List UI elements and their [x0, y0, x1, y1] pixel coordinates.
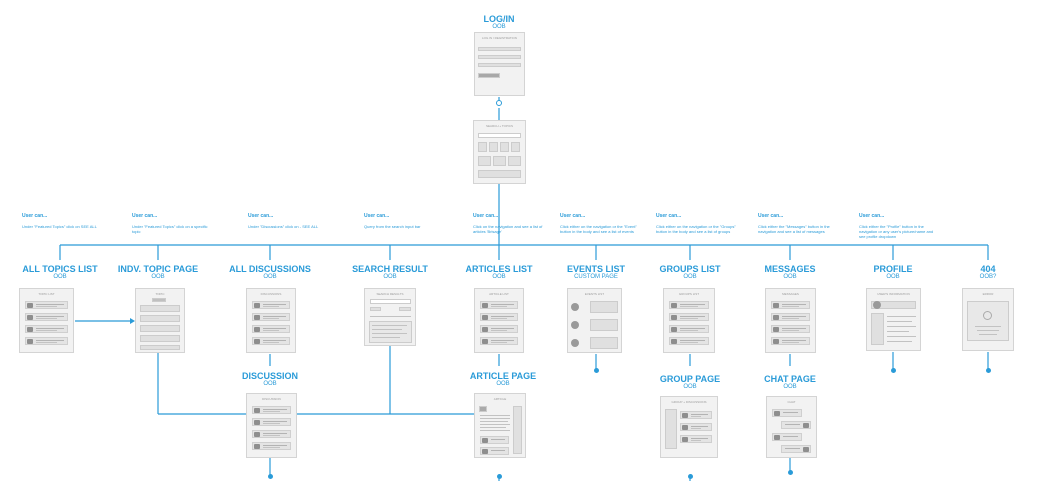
all-discussions-screen-label: DISCUSSIONS [260, 292, 282, 296]
search-result-title: SEARCH RESULT [352, 264, 428, 274]
discussion-sub: OOB [263, 381, 277, 387]
article-title: ARTICLE PAGE [469, 371, 537, 381]
search-result-sub: OOB [383, 274, 397, 280]
all-topics-screen-label: TOPIC LIST [38, 292, 55, 296]
search-result-screen-label: SEARCH RESULTS [376, 292, 404, 296]
all-discussions-title: ALL DISCUSSIONS [229, 264, 311, 274]
login-screen-label: LOG IN / REGISTRATION [482, 36, 517, 40]
note-heading-6: User can... [560, 213, 586, 219]
end-dot [986, 368, 991, 373]
search-result-screen: SEARCH RESULTS [364, 288, 416, 346]
end-dot [891, 368, 896, 373]
article-sub: OOB [496, 381, 510, 387]
login-connector-node [496, 100, 502, 106]
login-title: LOG/IN [483, 14, 515, 24]
group-page-title: GROUP PAGE [659, 374, 721, 384]
messages-title: MESSAGES [764, 264, 816, 274]
end-dot [788, 470, 793, 475]
location-pin-icon [571, 321, 579, 329]
profile-screen-label: USER'S INFORMATION [877, 292, 910, 296]
topic-page-screen-label: TOPIC [155, 292, 165, 296]
location-pin-icon [571, 339, 579, 347]
profile-sub: OOB [886, 274, 900, 280]
note-text-6: Click either on the navigation or the "E… [560, 224, 637, 234]
note-text-7: Click either on the navigation or the "G… [656, 224, 736, 234]
messages-screen: MESSAGES [765, 288, 816, 353]
profile-screen: USER'S INFORMATION [866, 288, 921, 351]
groups-list-title: GROUPS LIST [659, 264, 721, 274]
note-heading-7: User can... [656, 213, 682, 219]
note-text-3: Under "Discussions" click on - SEE ALL [248, 224, 319, 229]
note-text-4: Query from the search input bar [364, 224, 421, 229]
error-404-screen-label: ERROR [982, 292, 994, 296]
chat-page-screen: CHAT [766, 396, 817, 458]
end-dot [594, 368, 599, 373]
group-page-screen: GROUP + DISCUSSIONS [660, 396, 718, 458]
avatar [873, 301, 881, 309]
chat-page-title: CHAT PAGE [764, 374, 816, 384]
chat-page-sub: OOB [783, 384, 797, 390]
home-screen-label: SEARCH + TOPICS [486, 124, 513, 128]
group-page-sub: OOB [683, 384, 697, 390]
note-heading-1: User can... [22, 213, 48, 219]
error-circle-icon [983, 311, 992, 320]
note-heading-5: User can... [473, 213, 499, 219]
chat-page-screen-label: CHAT [787, 400, 796, 404]
note-text-9: Click either the "Profile" button in the… [859, 224, 934, 239]
location-pin-icon [571, 303, 579, 311]
messages-sub: OOB [783, 274, 797, 280]
groups-list-screen: GROUPS LIST [663, 288, 715, 353]
home-screen: SEARCH + TOPICS [473, 120, 526, 184]
groups-list-sub: OOB [683, 274, 697, 280]
discussion-screen: DISCUSSION [246, 393, 297, 458]
note-text-5: Click on the navigation and see a list o… [473, 224, 543, 234]
topic-page-screen: TOPIC [135, 288, 185, 353]
all-topics-screen: TOPIC LIST [19, 288, 74, 353]
articles-list-screen-label: ARTICLE LIST [489, 292, 509, 296]
note-heading-9: User can... [859, 213, 885, 219]
note-text-1: Under "Featured Topics" click on SEE ALL [22, 224, 97, 229]
error-404-sub: OOB? [979, 274, 997, 280]
all-topics-title: ALL TOPICS LIST [22, 264, 98, 274]
discussion-title: DISCUSSION [241, 371, 299, 381]
article-screen: ARTICLE [474, 393, 526, 458]
topic-page-title: INDV. TOPIC PAGE [117, 264, 199, 274]
note-text-2: Under "Featured Topics" click on a speci… [132, 224, 208, 234]
note-text-8: Click either the "Messages" button in th… [758, 224, 830, 234]
events-list-screen: EVENTS LIST [567, 288, 622, 353]
group-page-screen-label: GROUP + DISCUSSIONS [671, 400, 707, 404]
login-screen: LOG IN / REGISTRATION [474, 32, 525, 96]
error-404-title: 404 [980, 264, 996, 274]
note-heading-2: User can... [132, 213, 158, 219]
all-discussions-screen: DISCUSSIONS [246, 288, 296, 353]
all-discussions-sub: OOB [263, 274, 277, 280]
end-dot [497, 474, 502, 479]
profile-title: PROFILE [873, 264, 913, 274]
discussion-screen-label: DISCUSSION [262, 397, 281, 401]
note-heading-4: User can... [364, 213, 390, 219]
events-list-sub: CUSTOM PAGE [574, 274, 618, 280]
end-dot [688, 474, 693, 479]
events-list-screen-label: EVENTS LIST [584, 292, 605, 296]
note-heading-8: User can... [758, 213, 784, 219]
articles-list-screen: ARTICLE LIST [474, 288, 524, 353]
error-404-screen: ERROR [962, 288, 1014, 351]
login-sub: OOB [492, 24, 506, 30]
articles-list-title: ARTICLES LIST [465, 264, 533, 274]
articles-list-sub: OOB [492, 274, 506, 280]
article-screen-label: ARTICLE [493, 397, 507, 401]
end-dot [268, 474, 273, 479]
all-topics-sub: OOB [53, 274, 67, 280]
note-heading-3: User can... [248, 213, 274, 219]
groups-list-screen-label: GROUPS LIST [678, 292, 700, 296]
topic-page-sub: OOB [151, 274, 165, 280]
events-list-title: EVENTS LIST [566, 264, 626, 274]
messages-screen-label: MESSAGES [782, 292, 799, 296]
